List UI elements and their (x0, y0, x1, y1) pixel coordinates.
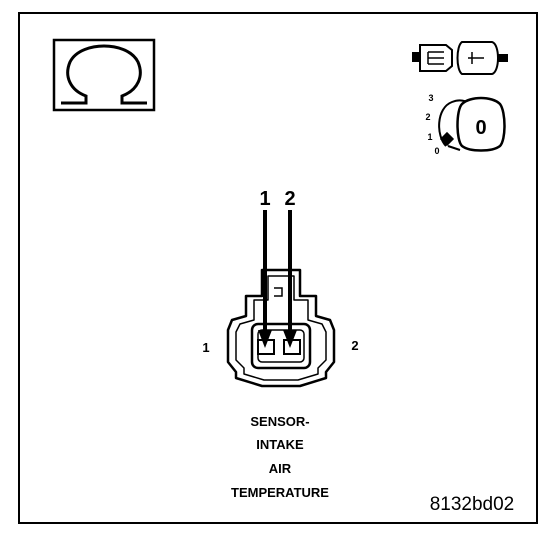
probe-lead-1 (258, 210, 272, 348)
caption-line-1: SENSOR- (250, 414, 309, 429)
caption-line-3: AIR (269, 461, 292, 476)
sensor-connector (226, 268, 336, 388)
probe-label-2: 2 (284, 188, 295, 210)
ignition-position-3: 3 (428, 93, 433, 103)
ignition-position-2: 2 (425, 112, 430, 122)
connector-disconnected-icon (412, 41, 508, 75)
probe-lead-2 (283, 210, 297, 348)
ohm-symbol-icon (52, 38, 156, 112)
diagram-frame (18, 12, 538, 524)
ignition-key-icon: 0 3 2 1 0 (425, 93, 506, 156)
ignition-position-0: 0 (434, 146, 439, 156)
figure-id: 8132bd02 (430, 494, 515, 515)
caption-line-2: INTAKE (256, 437, 304, 452)
probe-label-1: 1 (259, 188, 270, 210)
caption-line-4: TEMPERATURE (231, 485, 329, 500)
connector-side-label-2: 2 (351, 338, 358, 353)
connector-side-label-1: 1 (202, 340, 209, 355)
ignition-key-label: 0 (475, 117, 486, 139)
ignition-position-1: 1 (427, 132, 432, 142)
